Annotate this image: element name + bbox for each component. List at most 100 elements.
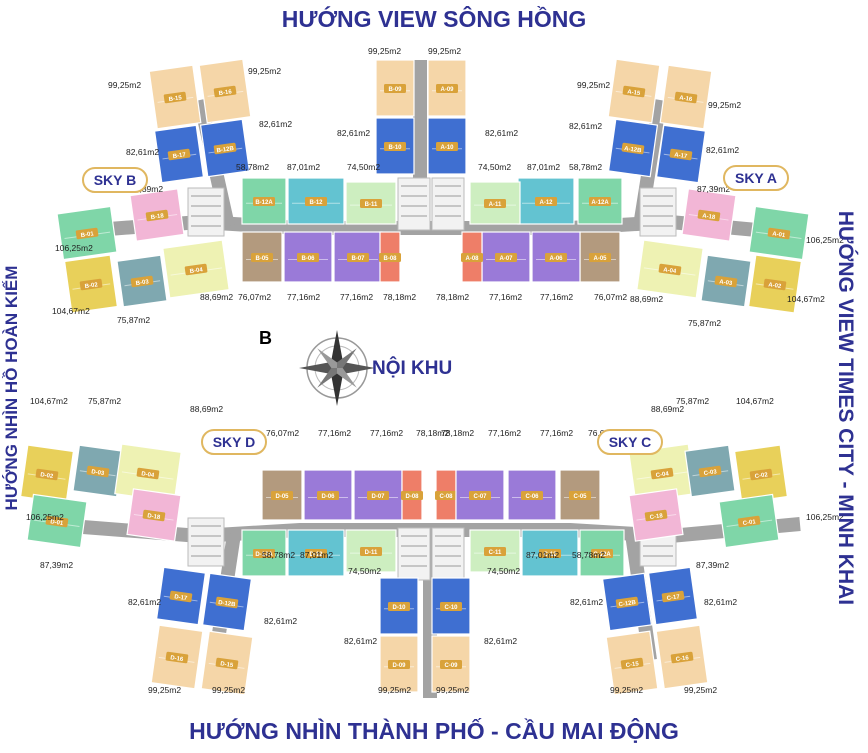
area-label: 82,61m2 — [706, 145, 739, 155]
unit-b-11: B-11 — [345, 181, 397, 225]
area-label: 76,07m2 — [594, 292, 627, 302]
unit-code: B-03 — [135, 279, 149, 287]
unit-code-badge — [384, 84, 406, 93]
unit-d-04: D-04 — [114, 443, 182, 503]
area-label: 99,25m2 — [248, 66, 281, 76]
area-label: 99,25m2 — [684, 685, 717, 695]
unit-code-badge — [142, 509, 166, 522]
unit-code: A-01 — [772, 231, 786, 239]
unit-code: C-07 — [473, 494, 487, 500]
area-label: 88,69m2 — [190, 404, 223, 414]
unit-code: D-09 — [392, 663, 406, 669]
unit-code: B-17 — [172, 152, 186, 160]
unit-code: D-18 — [147, 513, 161, 521]
area-label: 74,50m2 — [478, 162, 511, 172]
area-label: 82,61m2 — [259, 119, 292, 129]
area-label: 58,78m2 — [572, 550, 605, 560]
unit-c-16: C-16 — [655, 624, 709, 690]
unit-code: D-11 — [365, 550, 378, 556]
area-label: 82,61m2 — [570, 597, 603, 607]
unit-b-17: B-17 — [153, 124, 205, 184]
unit-a-06: A-06 — [531, 231, 581, 283]
unit-code-badge — [658, 263, 682, 276]
area-label: 82,61m2 — [337, 128, 370, 138]
unit-code-badge — [253, 197, 275, 206]
unit-code: C-01 — [742, 519, 756, 527]
unit-b-03: B-03 — [116, 254, 168, 308]
unit-code: C-05 — [573, 494, 587, 500]
unit-code-badge — [767, 227, 791, 240]
area-label: 99,25m2 — [108, 80, 141, 90]
unit-code-badge — [591, 549, 613, 558]
core-1 — [397, 177, 431, 231]
unit-code-badge — [367, 491, 389, 500]
unit-code: B-11 — [365, 202, 378, 208]
unit-code-badge — [45, 515, 69, 528]
area-label: 87,39m2 — [697, 184, 730, 194]
unit-a-18: A-18 — [681, 188, 737, 242]
unit-code: A-18 — [702, 213, 716, 221]
unit-code: B-16 — [218, 89, 232, 97]
area-label: 88,69m2 — [630, 294, 663, 304]
area-label: 76,07m2 — [266, 428, 299, 438]
stair-elevator-cores — [187, 177, 677, 581]
unit-code-badge — [545, 253, 567, 262]
unit-code: D-01 — [50, 519, 64, 527]
area-label: 99,25m2 — [436, 685, 469, 695]
area-label: 77,16m2 — [340, 292, 373, 302]
unit-code: D-04 — [141, 471, 155, 479]
unit-code: A-12A — [591, 200, 609, 206]
core-0 — [187, 187, 225, 237]
area-label: 99,25m2 — [368, 46, 401, 56]
area-label: 82,61m2 — [484, 636, 517, 646]
unit-d-06: D-06 — [303, 469, 353, 521]
unit-code: D-02 — [40, 472, 54, 480]
unit-code-badge — [163, 91, 187, 104]
area-label: 74,50m2 — [487, 566, 520, 576]
area-label: 99,25m2 — [148, 685, 181, 695]
unit-a-02: A-02 — [747, 254, 803, 314]
unit-code-badge — [305, 197, 327, 206]
unit-code-badge — [145, 209, 169, 222]
unit-code: C-18 — [649, 513, 663, 521]
area-label: 77,16m2 — [489, 292, 522, 302]
unit-code-badge — [388, 602, 410, 611]
unit-code-badge — [215, 657, 239, 670]
unit-code: D-07 — [371, 494, 385, 500]
unit-code: C-03 — [703, 469, 717, 477]
unit-c-09: C-09 — [431, 635, 471, 693]
area-label: 75,87m2 — [676, 396, 709, 406]
north-direction-title: HƯỚNG VIEW SÔNG HỒNG — [281, 6, 587, 32]
unit-code: D-16 — [170, 655, 184, 663]
area-label: 77,16m2 — [318, 428, 351, 438]
unit-a-03: A-03 — [700, 254, 752, 308]
unit-b-01: B-01 — [56, 205, 118, 261]
unit-code-badge — [670, 651, 694, 664]
unit-code-badge — [75, 227, 99, 240]
unit-code: B-07 — [351, 256, 365, 262]
unit-a-12b: A-12B — [607, 118, 659, 178]
unit-code: B-05 — [255, 256, 269, 262]
unit-c-06: C-06 — [507, 469, 557, 521]
area-label: 99,25m2 — [610, 685, 643, 695]
unit-d-18: D-18 — [126, 488, 182, 542]
unit-b-15: B-15 — [148, 64, 202, 130]
area-label: 99,25m2 — [212, 685, 245, 695]
core-3 — [639, 187, 677, 237]
unit-code-badge — [763, 278, 787, 291]
west-direction-title: HƯỚNG NHÌN HỒ HOÀN KIẾM — [2, 265, 21, 511]
sky-b-label: SKY B — [82, 167, 148, 193]
unit-code: C-12B — [618, 600, 637, 608]
unit-code: A-17 — [674, 152, 688, 160]
unit-code-badge — [484, 199, 506, 208]
unit-code: C-10 — [444, 605, 458, 611]
unit-code-badge — [136, 467, 160, 480]
unit-code: D-17 — [174, 594, 188, 602]
area-label: 82,61m2 — [344, 636, 377, 646]
unit-code-badge — [297, 253, 319, 262]
area-label: 77,16m2 — [370, 428, 403, 438]
unit-code: D-10 — [392, 605, 406, 611]
area-label: 77,16m2 — [540, 428, 573, 438]
unit-code: C-12 — [543, 552, 557, 558]
area-label: 88,69m2 — [651, 404, 684, 414]
